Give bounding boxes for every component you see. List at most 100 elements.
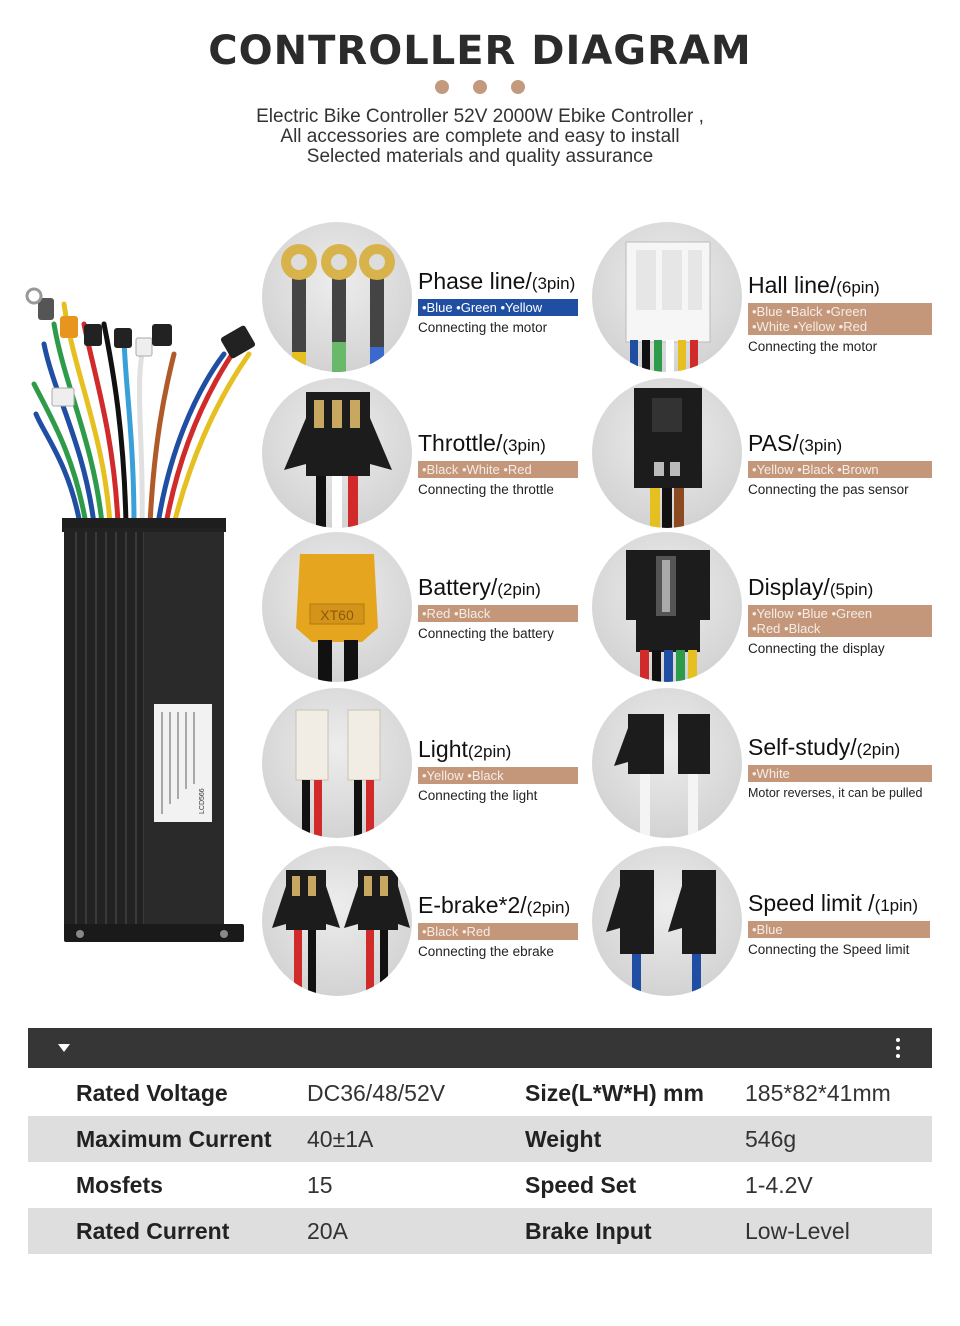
connector-desc: Motor reverses, it can be pulled: [748, 786, 923, 800]
color-list: •White: [752, 766, 790, 781]
color-list: •White •Yellow •Red: [752, 319, 868, 334]
connector-hall-line: Hall line/(6pin) •Blue •Balck •Green•Whi…: [592, 222, 932, 372]
spec-label: Speed Set: [525, 1172, 637, 1198]
light-icon: [262, 688, 412, 838]
connector-desc: Connecting the battery: [418, 626, 554, 641]
page-title: CONTROLLER DIAGRAM: [208, 28, 752, 74]
color-list: •Red •Black: [752, 621, 821, 636]
connector-pin: (3pin): [531, 274, 576, 293]
spec-table-header: [28, 1028, 932, 1068]
connector-name: Self-study/: [748, 734, 857, 760]
connector-name: E-brake*2/: [418, 892, 527, 918]
connector-pin: (2pin): [467, 742, 512, 761]
spec-row: Maximum Current 40±1A Weight 546g: [28, 1116, 932, 1162]
connector-name: Display/: [748, 574, 830, 600]
color-list: •Red •Black: [422, 606, 491, 621]
spec-label: Mosfets: [76, 1172, 163, 1198]
spec-label: Size(L*W*H) mm: [525, 1080, 704, 1106]
connector-desc: Connecting the motor: [748, 339, 878, 354]
connector-name: Hall line/: [748, 272, 837, 298]
connector-speed-limit: Speed limit /(1pin) •Blue Connecting the…: [592, 846, 930, 996]
hall-line-icon: [592, 222, 742, 372]
connector-desc: Connecting the ebrake: [418, 944, 554, 959]
connector-name: Phase line/: [418, 268, 532, 294]
connector-pin: (2pin): [497, 580, 541, 599]
spec-value: 40±1A: [307, 1126, 374, 1152]
connector-pin: (3pin): [502, 436, 546, 455]
spec-value: 1-4.2V: [745, 1172, 813, 1198]
color-bar: •Red •Black: [418, 605, 578, 622]
color-list: •Yellow •Blue •Green: [752, 606, 873, 621]
connector-pin: (2pin): [526, 898, 571, 917]
title-dots: [0, 80, 960, 94]
color-bar: •Yellow •Blue •Green•Red •Black: [748, 605, 932, 637]
spec-row: Rated Voltage DC36/48/52V Size(L*W*H) mm…: [28, 1070, 932, 1116]
color-bar: •White: [748, 765, 932, 782]
connector-throttle: Throttle/(3pin) •Black •White •Red Conne…: [262, 378, 592, 528]
connector-pin: (6pin): [836, 278, 880, 297]
spec-value: 20A: [307, 1218, 348, 1244]
more-vertical-icon[interactable]: [896, 1038, 900, 1062]
color-bar: •Blue •Balck •Green•White •Yellow •Red: [748, 303, 932, 335]
connector-desc: Connecting the light: [418, 788, 538, 803]
connector-pin: (5pin): [829, 580, 874, 599]
color-list: •Yellow •Black •Brown: [752, 462, 879, 477]
spec-value: DC36/48/52V: [307, 1080, 446, 1106]
connector-name: Throttle/: [418, 430, 503, 456]
self-study-icon: [592, 688, 742, 838]
subtitle: Electric Bike Controller 52V 2000W Ebike…: [0, 107, 960, 167]
connector-name: Battery/: [418, 574, 498, 600]
subtitle-line: Selected materials and quality assurance: [306, 146, 654, 167]
color-list: •Blue: [752, 922, 783, 937]
connector-pas: PAS/(3pin) •Yellow •Black •Brown Connect…: [592, 378, 932, 528]
spec-value: 185*82*41mm: [745, 1080, 891, 1106]
battery-plug-icon: XT60: [262, 532, 412, 682]
color-bar: •Black •Red: [418, 923, 578, 940]
color-list: •Black •Red: [422, 924, 491, 939]
throttle-icon: [262, 378, 412, 528]
spec-value: 15: [307, 1172, 333, 1198]
color-list: •Blue •Green •Yellow: [422, 300, 543, 315]
subtitle-line: All accessories are complete and easy to…: [280, 126, 680, 147]
spec-row: Mosfets 15 Speed Set 1-4.2V: [28, 1162, 932, 1208]
spec-label: Maximum Current: [76, 1126, 272, 1152]
controller-image: LCD566: [24, 284, 264, 944]
spec-row: Rated Current 20A Brake Input Low-Level: [28, 1208, 932, 1254]
spec-value: Low-Level: [745, 1218, 850, 1244]
connector-phase-line: Phase line/(3pin) •Blue •Green •Yellow C…: [262, 222, 592, 372]
connector-pin: (2pin): [856, 740, 901, 759]
subtitle-line: Electric Bike Controller 52V 2000W Ebike…: [256, 106, 704, 127]
connector-desc: Connecting the display: [748, 641, 885, 656]
connector-battery: XT60 Battery/(2pin) •Red •Black Connecti…: [262, 532, 592, 682]
battery-plug-label: XT60: [320, 607, 354, 623]
color-bar: •Blue •Green •Yellow: [418, 299, 578, 316]
connector-name: Light: [418, 736, 468, 762]
connector-light: Light(2pin) •Yellow •Black Connecting th…: [262, 688, 592, 838]
connector-desc: Connecting the throttle: [418, 482, 554, 497]
controller-label: LCD566: [199, 788, 206, 814]
color-bar: •Yellow •Black: [418, 767, 578, 784]
phase-line-icon: [262, 222, 412, 372]
connector-display: Display/(5pin) •Yellow •Blue •Green•Red …: [592, 532, 932, 682]
color-bar: •Black •White •Red: [418, 461, 578, 478]
color-list: •Blue •Balck •Green: [752, 304, 867, 319]
color-bar: •Blue: [748, 921, 930, 938]
connector-desc: Connecting the motor: [418, 320, 548, 335]
spec-label: Rated Current: [76, 1218, 230, 1244]
ebrake-icon: [262, 846, 412, 996]
spec-label: Rated Voltage: [76, 1080, 228, 1106]
connector-pin: (1pin): [874, 896, 919, 915]
connector-ebrake: E-brake*2/(2pin) •Black •Red Connecting …: [262, 846, 592, 996]
connector-desc: Connecting the Speed limit: [748, 942, 910, 957]
spec-value: 546g: [745, 1126, 797, 1152]
connector-self-study: Self-study/(2pin) •White Motor reverses,…: [592, 688, 932, 838]
connector-pin: (3pin): [798, 436, 843, 455]
spec-label: Brake Input: [525, 1218, 652, 1244]
collapse-triangle-icon[interactable]: [58, 1044, 70, 1052]
connector-name: PAS/: [748, 430, 799, 456]
connector-desc: Connecting the pas sensor: [748, 482, 909, 497]
color-list: •Yellow •Black: [422, 768, 504, 783]
color-bar: •Yellow •Black •Brown: [748, 461, 932, 478]
pas-icon: [592, 378, 742, 528]
speed-limit-icon: [592, 846, 742, 996]
